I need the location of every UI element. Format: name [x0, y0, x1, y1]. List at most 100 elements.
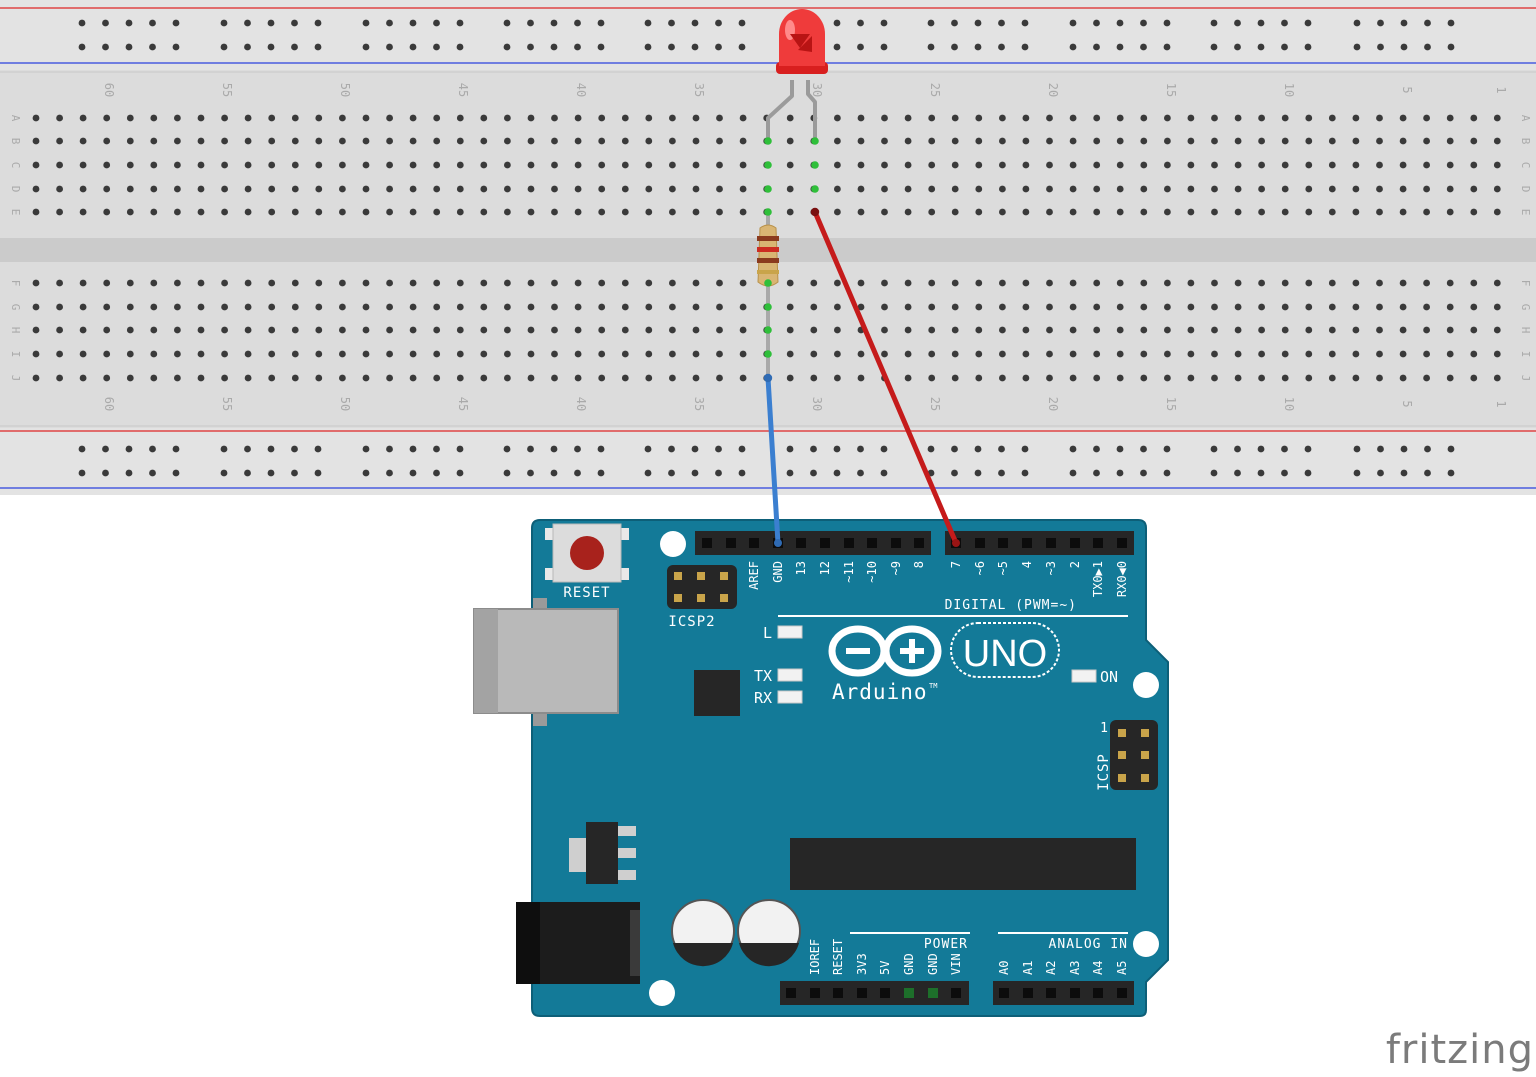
breadboard-hole[interactable]: [1116, 185, 1124, 193]
breadboard-hole[interactable]: [197, 374, 205, 382]
breadboard-hole[interactable]: [362, 279, 370, 287]
breadboard-hole[interactable]: [1423, 279, 1430, 287]
rail-hole[interactable]: [527, 19, 534, 27]
breadboard-hole[interactable]: [1423, 114, 1430, 122]
breadboard-hole[interactable]: [174, 303, 181, 311]
breadboard-hole[interactable]: [1305, 326, 1313, 334]
breadboard-hole[interactable]: [1069, 374, 1077, 382]
rail-hole[interactable]: [597, 445, 605, 453]
rail-hole[interactable]: [102, 445, 109, 453]
breadboard-hole[interactable]: [1493, 185, 1501, 193]
rail-hole[interactable]: [1257, 19, 1265, 27]
breadboard-hole[interactable]: [951, 114, 959, 122]
breadboard-hole[interactable]: [362, 303, 370, 311]
breadboard-hole[interactable]: [1423, 374, 1430, 382]
breadboard-hole[interactable]: [315, 374, 323, 382]
breadboard-hole[interactable]: [1187, 185, 1195, 193]
rail-hole[interactable]: [574, 469, 581, 477]
breadboard-hole[interactable]: [810, 326, 818, 334]
rail-hole[interactable]: [362, 19, 370, 27]
analog-pin-hole[interactable]: [1023, 988, 1033, 998]
rail-hole[interactable]: [738, 469, 746, 477]
breadboard-hole[interactable]: [244, 137, 252, 145]
breadboard-hole[interactable]: [244, 279, 252, 287]
breadboard-hole[interactable]: [456, 185, 464, 193]
breadboard-hole[interactable]: [409, 326, 417, 334]
header-pin-hole[interactable]: [1093, 538, 1103, 548]
breadboard-hole[interactable]: [32, 161, 40, 169]
breadboard-hole[interactable]: [1258, 185, 1265, 193]
breadboard-hole[interactable]: [739, 279, 747, 287]
rail-hole[interactable]: [1400, 469, 1408, 477]
breadboard-hole[interactable]: [1470, 114, 1478, 122]
breadboard-hole[interactable]: [881, 350, 888, 358]
breadboard-hole[interactable]: [1446, 161, 1454, 169]
breadboard-hole[interactable]: [527, 303, 535, 311]
rail-hole[interactable]: [1234, 445, 1241, 453]
breadboard-hole[interactable]: [1470, 326, 1478, 334]
breadboard-hole[interactable]: [951, 137, 959, 145]
breadboard-hole[interactable]: [598, 279, 606, 287]
breadboard-hole[interactable]: [551, 161, 558, 169]
analog-pin-hole[interactable]: [999, 988, 1009, 998]
breadboard-hole[interactable]: [527, 279, 535, 287]
breadboard-hole[interactable]: [999, 279, 1006, 287]
breadboard-hole[interactable]: [174, 374, 181, 382]
icsp-pin[interactable]: [1118, 774, 1126, 782]
breadboard-hole[interactable]: [669, 350, 676, 358]
breadboard-hole[interactable]: [291, 208, 299, 216]
rail-hole[interactable]: [857, 43, 864, 51]
breadboard-hole[interactable]: [834, 208, 841, 216]
breadboard-hole[interactable]: [551, 303, 558, 311]
breadboard-hole[interactable]: [1093, 114, 1101, 122]
rail-hole[interactable]: [503, 43, 511, 51]
rail-hole[interactable]: [527, 469, 534, 477]
breadboard-hole[interactable]: [1376, 208, 1383, 216]
breadboard-hole[interactable]: [975, 137, 983, 145]
breadboard-hole[interactable]: [1140, 374, 1148, 382]
rail-hole[interactable]: [951, 43, 958, 51]
breadboard-hole[interactable]: [1305, 161, 1313, 169]
breadboard-hole[interactable]: [645, 137, 653, 145]
breadboard-hole[interactable]: [386, 350, 393, 358]
breadboard-hole[interactable]: [339, 161, 346, 169]
breadboard-hole[interactable]: [291, 279, 299, 287]
breadboard-hole[interactable]: [881, 161, 888, 169]
breadboard-hole[interactable]: [1352, 374, 1360, 382]
breadboard-hole[interactable]: [1258, 326, 1265, 334]
breadboard-hole[interactable]: [834, 185, 841, 193]
breadboard-hole[interactable]: [386, 114, 393, 122]
breadboard-hole[interactable]: [1352, 350, 1360, 358]
breadboard-hole[interactable]: [1305, 185, 1313, 193]
breadboard-hole[interactable]: [1022, 161, 1030, 169]
rail-hole[interactable]: [1400, 19, 1408, 27]
breadboard-hole[interactable]: [928, 137, 936, 145]
rail-hole[interactable]: [1424, 43, 1431, 51]
breadboard-hole[interactable]: [928, 114, 936, 122]
breadboard-hole[interactable]: [999, 114, 1006, 122]
breadboard-hole[interactable]: [504, 303, 511, 311]
breadboard-hole[interactable]: [409, 279, 417, 287]
breadboard-hole[interactable]: [1046, 350, 1053, 358]
breadboard-hole[interactable]: [904, 279, 912, 287]
header-pin-hole[interactable]: [1046, 538, 1056, 548]
rail-hole[interactable]: [503, 19, 511, 27]
breadboard-hole[interactable]: [669, 137, 676, 145]
breadboard-hole[interactable]: [268, 374, 276, 382]
breadboard-hole[interactable]: [1446, 114, 1454, 122]
breadboard-hole[interactable]: [527, 208, 535, 216]
rail-hole[interactable]: [503, 469, 511, 477]
rail-hole[interactable]: [550, 445, 558, 453]
breadboard-hole[interactable]: [103, 114, 111, 122]
breadboard-hole[interactable]: [1399, 137, 1407, 145]
breadboard-hole[interactable]: [1423, 303, 1430, 311]
rail-hole[interactable]: [644, 43, 652, 51]
breadboard-hole[interactable]: [951, 279, 959, 287]
breadboard-hole[interactable]: [291, 161, 299, 169]
rail-hole[interactable]: [857, 445, 864, 453]
rail-hole[interactable]: [1021, 19, 1029, 27]
rail-hole[interactable]: [409, 19, 417, 27]
breadboard-hole[interactable]: [103, 161, 111, 169]
rail-hole[interactable]: [362, 445, 370, 453]
breadboard-hole[interactable]: [1140, 161, 1148, 169]
